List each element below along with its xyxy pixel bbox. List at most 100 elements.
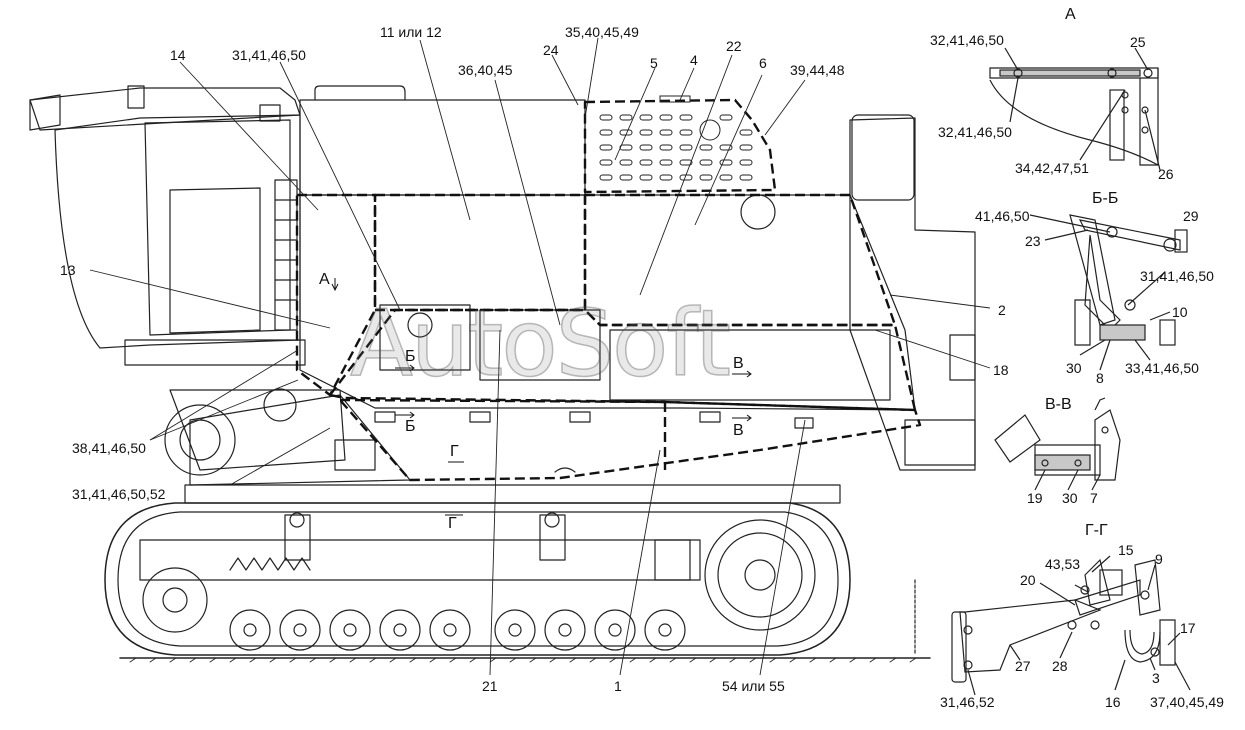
detail-gg-callout-3: 3 [1152, 670, 1160, 686]
detail-a-callout-26: 26 [1158, 166, 1174, 182]
callout-21: 21 [482, 678, 498, 694]
shield-upper-perforated [583, 98, 777, 194]
straw-chute [904, 419, 976, 466]
detail-gg-callout-37-40-45-49: 37,40,45,49 [1150, 694, 1224, 710]
callout-14: 14 [170, 47, 186, 63]
detail-gg-callout-9: 9 [1155, 551, 1163, 567]
detail-vv-callout-30: 30 [1062, 490, 1078, 506]
detail-vv-callout-19: 19 [1027, 490, 1043, 506]
detail-bb [1029, 214, 1188, 371]
detail-bb-callout-41: 41,46,50 [975, 208, 1030, 224]
drive-sprocket [704, 519, 816, 631]
pulley-fan [263, 388, 297, 422]
callout-2: 2 [998, 302, 1006, 318]
shaker-box [609, 329, 891, 401]
callout-4: 4 [690, 52, 698, 68]
detail-bb-callout-29: 29 [1183, 208, 1199, 224]
callout-13: 13 [60, 262, 76, 278]
view-mark-b-upper: Б [405, 348, 416, 365]
cab-window [144, 119, 291, 336]
callout-31-41-46-50-52: 31,41,46,50,52 [72, 486, 166, 502]
engine-exhaust [949, 334, 976, 381]
cab-roof [29, 87, 301, 131]
callout-18: 18 [993, 362, 1009, 378]
rear-bracket [654, 539, 691, 581]
detail-gg-callout-16: 16 [1105, 694, 1121, 710]
section-markers [331, 278, 752, 516]
detail-gg-callout-15: 15 [1118, 542, 1134, 558]
rear-handrail [851, 114, 915, 201]
watermark: AutoSoft [349, 289, 732, 398]
callout-35-40-45-49: 35,40,45,49 [565, 24, 639, 40]
detail-gg-callout-31-46-52: 31,46,52 [940, 694, 995, 710]
detail-bb-callout-23: 23 [1025, 233, 1041, 249]
tank-handrail [314, 85, 406, 101]
callout-31-41-46-50-top: 31,41,46,50 [232, 47, 306, 63]
right-body-extension [849, 117, 976, 471]
cab-light [259, 104, 281, 122]
section-title-gg: Г-Г [1085, 522, 1108, 539]
callout-22: 22 [726, 38, 742, 54]
side-mirror [29, 94, 61, 131]
callout-54-or-55: 54 или 55 [722, 678, 785, 694]
cab-body [54, 114, 301, 349]
detail-bb-callout-31: 31,41,46,50 [1140, 268, 1214, 284]
track-frame [139, 539, 701, 581]
cab-door-frame [169, 187, 261, 334]
detail-a-callout-34: 34,42,47,51 [1015, 160, 1089, 176]
cab-beacon [127, 85, 145, 109]
callout-6: 6 [759, 55, 767, 71]
crawler-track-inner [117, 511, 839, 647]
view-mark-a: А [319, 271, 330, 288]
shield-middle [328, 308, 917, 412]
detail-vv-callout-7: 7 [1090, 490, 1098, 506]
side-box [334, 439, 376, 471]
ground-hatching [129, 657, 917, 663]
detail-vv [994, 397, 1121, 491]
detail-gg [951, 555, 1191, 696]
chassis-base [184, 484, 841, 504]
callout-38-41-46-50: 38,41,46,50 [72, 440, 146, 456]
grain-tank-left [299, 99, 586, 196]
view-mark-v-upper: В [733, 355, 744, 372]
callout-24: 24 [543, 42, 559, 58]
main-body [299, 194, 916, 411]
detail-bb-callout-33: 33,41,46,50 [1125, 360, 1199, 376]
cab-platform [124, 339, 306, 366]
separator-housing [379, 304, 471, 371]
view-mark-g-upper: Г [450, 443, 459, 460]
track-rollers [229, 609, 686, 651]
cab-step-ladder [274, 179, 298, 331]
track-support-left [284, 514, 311, 561]
shield-tank-right [583, 193, 897, 327]
leader-lines [89, 37, 991, 676]
section-title-a: А [1065, 6, 1076, 23]
view-mark-b-lower: Б [405, 418, 416, 435]
callout-1: 1 [614, 678, 622, 694]
perforation-pattern [599, 95, 753, 181]
pulley-front [164, 404, 236, 476]
lower-cowling [169, 389, 346, 471]
detail-gg-callout-43-53: 43,53 [1045, 556, 1081, 572]
detail-bb-callout-10: 10 [1172, 304, 1188, 320]
detail-a-callout-25: 25 [1130, 34, 1146, 50]
detail-a-callout-32-top: 32,41,46,50 [930, 32, 1004, 48]
callout-11-or-12: 11 или 12 [380, 24, 442, 40]
shield-left-vertical [295, 193, 377, 397]
callout-36-40-45: 36,40,45 [458, 62, 513, 78]
detail-gg-callout-27: 27 [1015, 658, 1031, 674]
track-spring [229, 557, 311, 571]
shield-lower [338, 398, 922, 482]
detail-a-callout-32-bottom: 32,41,46,50 [938, 124, 1012, 140]
section-title-bb: Б-Б [1092, 190, 1119, 207]
detail-gg-callout-17: 17 [1180, 620, 1196, 636]
track-support-right [539, 514, 566, 561]
view-mark-g-lower: Г [448, 515, 457, 532]
section-title-vv: В-В [1045, 396, 1072, 413]
beater-drum [407, 312, 433, 338]
detail-bb-callout-8: 8 [1096, 370, 1104, 386]
detail-gg-callout-20: 20 [1020, 572, 1036, 588]
detail-gg-callout-28: 28 [1052, 658, 1068, 674]
